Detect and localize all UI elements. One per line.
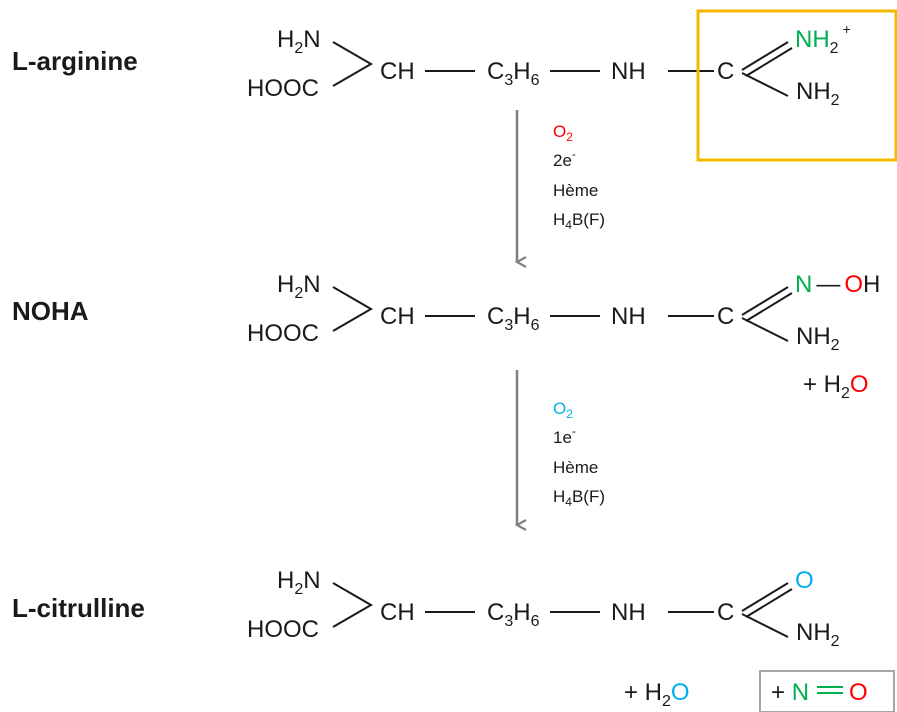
- reaction-step-2: O2 1e- Hème H4B(F): [517, 370, 605, 525]
- double-bond-top: [741, 41, 789, 71]
- amine-group: NH2: [796, 78, 840, 109]
- guanidino-highlight-box: [696, 9, 897, 162]
- carbonyl-oxygen: O: [795, 567, 814, 594]
- n-hydroxy-group: N—OH: [795, 271, 880, 298]
- compound-label: L-citrulline: [12, 593, 145, 623]
- nh-group: NH: [611, 303, 646, 330]
- h2n-group: H2N: [277, 26, 321, 57]
- heme-cofactor: Hème: [553, 181, 598, 200]
- amine-group: NH2: [796, 323, 840, 354]
- no-oxygen: O: [849, 679, 868, 706]
- nitric-oxide-product: + N: [771, 679, 809, 706]
- water-byproduct: + H2O: [624, 679, 690, 710]
- hooc-group: HOOC: [247, 320, 319, 347]
- c3h6-group: C3H6: [487, 58, 540, 89]
- double-bond-top: [741, 582, 789, 612]
- compound-label: L-arginine: [12, 46, 138, 76]
- nh-group: NH: [611, 58, 646, 85]
- iminium-group: NH2+: [795, 21, 851, 57]
- heme-cofactor: Hème: [553, 458, 598, 477]
- compound-noha: NOHA H2N HOOC CH C3H6 NH C N—OH NH2 + H2…: [12, 271, 880, 402]
- double-bond-top: [741, 286, 789, 316]
- ch-group: CH: [380, 599, 415, 626]
- alpha-carbon-bonds: [332, 582, 373, 628]
- c3h6-group: C3H6: [487, 303, 540, 334]
- h2n-group: H2N: [277, 567, 321, 598]
- electrons-reagent: 2e-: [553, 147, 576, 170]
- ch-group: CH: [380, 58, 415, 85]
- single-bond-bottom: [741, 317, 789, 342]
- amine-group: NH2: [796, 619, 840, 650]
- h4b-cofactor: H4B(F): [553, 210, 605, 232]
- nh-group: NH: [611, 599, 646, 626]
- alpha-carbon-bonds: [332, 286, 373, 332]
- water-byproduct: + H2O: [803, 371, 869, 402]
- compound-l-arginine: L-arginine H2N HOOC CH C3H6 NH C NH2+ NH…: [12, 9, 897, 162]
- c-atom: C: [717, 58, 734, 85]
- c-atom: C: [717, 303, 734, 330]
- c-atom: C: [717, 599, 734, 626]
- oxygen-reagent: O2: [553, 399, 573, 421]
- electrons-reagent: 1e-: [553, 424, 576, 447]
- oxygen-reagent: O2: [553, 122, 573, 144]
- double-bond-top: [745, 588, 793, 618]
- double-bond-top: [745, 292, 793, 322]
- double-bond-top: [745, 47, 793, 77]
- ch-group: CH: [380, 303, 415, 330]
- hooc-group: HOOC: [247, 75, 319, 102]
- c3h6-group: C3H6: [487, 599, 540, 630]
- single-bond-bottom: [741, 613, 789, 638]
- final-byproducts: + H2O + N O: [624, 670, 895, 712]
- compound-l-citrulline: L-citrulline H2N HOOC CH C3H6 NH C O NH2: [12, 567, 840, 650]
- nitric-oxide-box: [759, 670, 895, 712]
- compound-label: NOHA: [12, 296, 89, 326]
- alpha-carbon-bonds: [332, 41, 373, 87]
- h4b-cofactor: H4B(F): [553, 487, 605, 509]
- h2n-group: H2N: [277, 271, 321, 302]
- hooc-group: HOOC: [247, 616, 319, 643]
- reaction-step-1: O2 2e- Hème H4B(F): [517, 110, 605, 262]
- single-bond-bottom: [741, 72, 789, 97]
